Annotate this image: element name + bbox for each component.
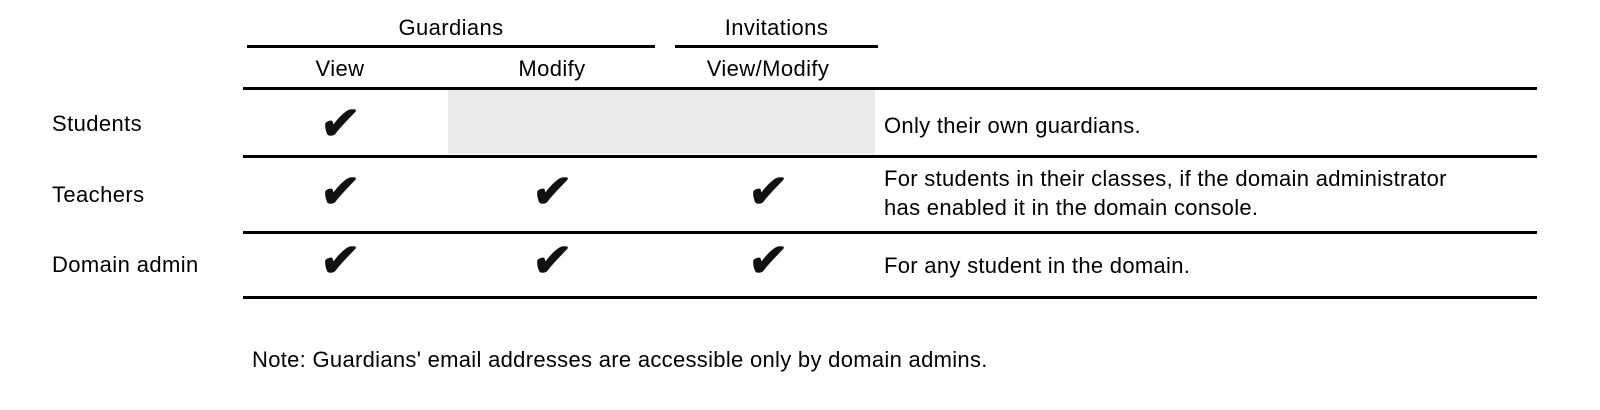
check-icon: ✔ (529, 165, 574, 217)
check-icon: ✔ (317, 234, 362, 286)
row-label-domain-admin: Domain admin (52, 252, 199, 277)
column-header-modify: Modify (518, 56, 586, 81)
invitations-underline (675, 45, 878, 48)
check-icon: ✔ (317, 97, 362, 149)
note-domain-admin: For any student in the domain. (884, 253, 1191, 278)
column-group-guardians: Guardians (398, 15, 504, 40)
check-icon: ✔ (745, 234, 790, 286)
check-icon: ✔ (745, 165, 790, 217)
footnote: Note: Guardians' email addresses are acc… (252, 347, 988, 372)
row-divider-students (243, 155, 1537, 158)
column-header-view-modify: View/Modify (706, 56, 830, 81)
disabled-cell (448, 90, 875, 154)
column-group-invitations: Invitations (724, 15, 829, 40)
column-header-view: View (315, 56, 365, 81)
row-divider-domain-admin (243, 296, 1537, 299)
row-divider-teachers (243, 231, 1537, 234)
note-teachers: For students in their classes, if the do… (884, 166, 1447, 220)
check-icon: ✔ (317, 165, 362, 217)
row-label-students: Students (52, 111, 143, 136)
check-icon: ✔ (529, 234, 574, 286)
guardians-underline (247, 45, 655, 48)
row-label-teachers: Teachers (52, 182, 145, 207)
note-students: Only their own guardians. (884, 113, 1141, 138)
header-divider (243, 87, 1537, 90)
